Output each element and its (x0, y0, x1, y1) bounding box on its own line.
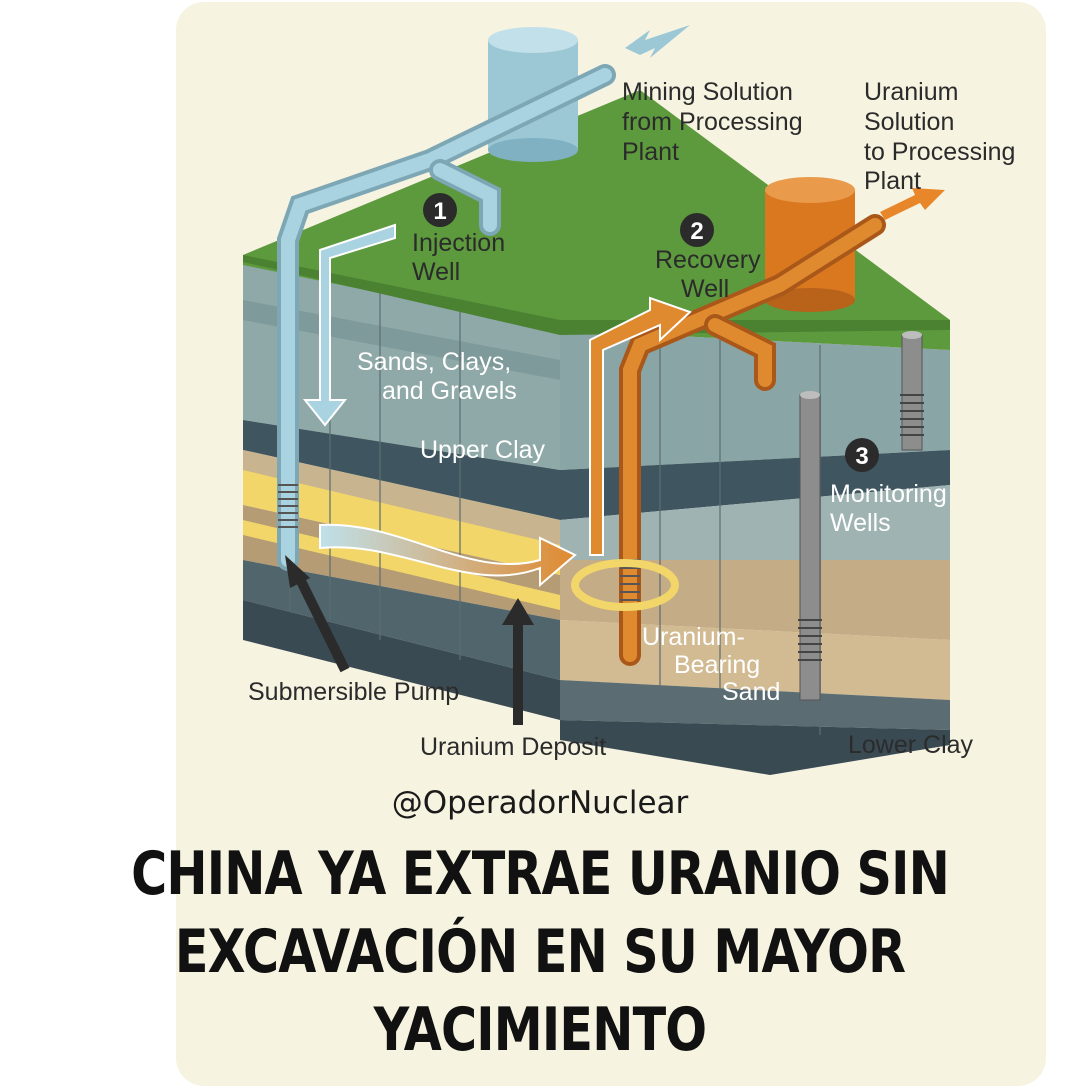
monitoring-well-1 (799, 391, 821, 701)
label-upper-clay: Upper Clay (420, 436, 546, 464)
headline-line-1: CHINA YA EXTRAE URANIO SIN (131, 839, 950, 909)
injection-down-arrow (302, 223, 396, 427)
svg-text:3: 3 (855, 443, 868, 470)
label-monitoring-wells: Monitoring Wells (830, 480, 954, 537)
label-injection-well: Injection Well (412, 229, 512, 286)
recovery-up-arrow (589, 296, 692, 556)
incoming-arrow (625, 25, 690, 58)
solution-flow-arrow (319, 523, 577, 588)
svg-text:1: 1 (433, 198, 446, 225)
label-uranium-solution: Uranium Solution to Processing Plant (864, 78, 1022, 195)
isr-mining-diagram: 1 2 3 Mining Solution from Processing Pl… (243, 25, 1022, 775)
label-recovery-well: Recovery Well (655, 246, 768, 303)
label-uranium-deposit: Uranium Deposit (420, 733, 606, 761)
recovery-well-pipe (619, 214, 886, 666)
author-handle: @OperadorNuclear (391, 785, 689, 821)
label-uranium-bearing-sand: Uranium- Bearing Sand (642, 623, 780, 706)
headline-line-2: EXCAVACIÓN EN SU MAYOR (174, 917, 906, 987)
svg-text:2: 2 (690, 218, 703, 245)
step-marker-3: 3 (845, 438, 879, 472)
monitoring-screen-2 (900, 394, 924, 436)
label-mining-solution: Mining Solution from Processing Plant (622, 78, 810, 166)
outgoing-arrow (880, 188, 945, 220)
label-sands-clays: Sands, Clays, and Gravels (357, 348, 518, 405)
label-lower-clay: Lower Clay (848, 731, 974, 759)
pump-pointer-arrow (285, 555, 350, 673)
recovery-loop (571, 559, 679, 611)
injection-well-pipe (277, 64, 616, 571)
monitoring-screen-1 (798, 619, 822, 661)
headline-line-3: YACIMIENTO (373, 995, 707, 1065)
step-marker-2: 2 (680, 213, 714, 247)
step-marker-1: 1 (423, 193, 457, 227)
deposit-pointer-arrow (502, 598, 534, 725)
strata-right-face (560, 330, 950, 775)
pump-screen (278, 484, 298, 528)
label-submersible-pump: Submersible Pump (248, 678, 459, 706)
headline: CHINA YA EXTRAE URANIO SIN EXCAVACIÓN EN… (97, 835, 983, 1069)
monitoring-well-2 (901, 331, 923, 451)
